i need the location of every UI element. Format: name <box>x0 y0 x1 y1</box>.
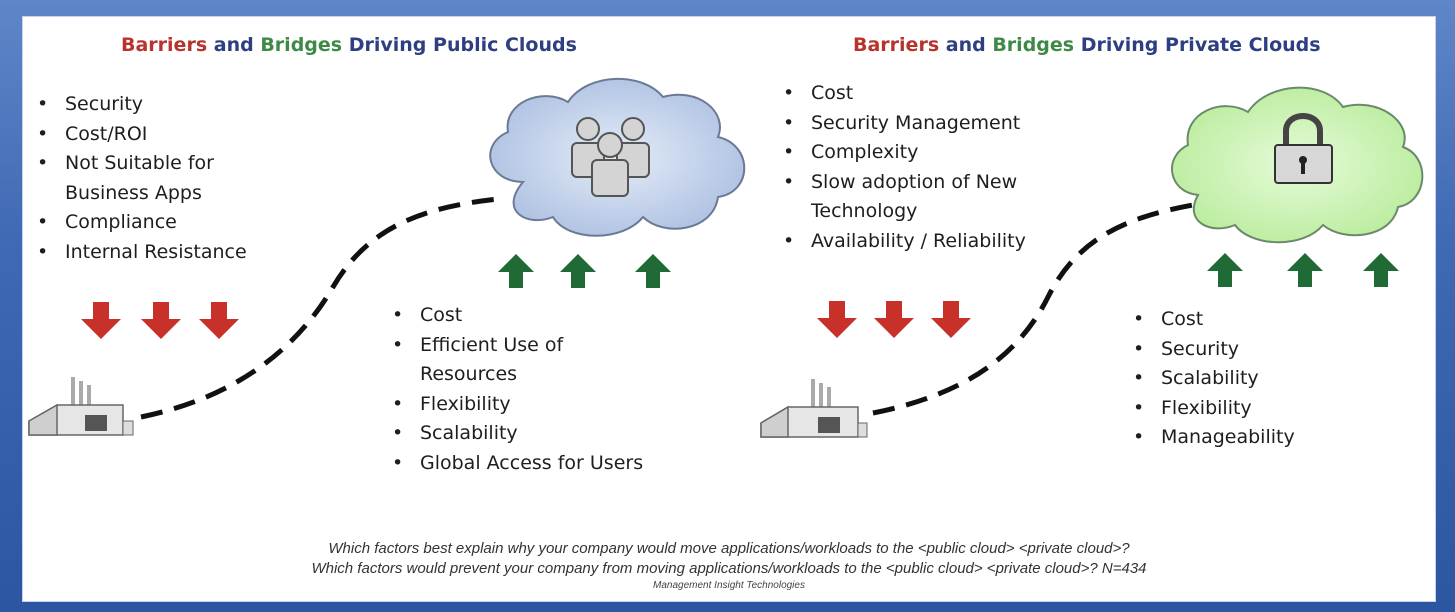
list-item: Technology <box>811 200 918 223</box>
list-item: Business Apps <box>65 181 202 204</box>
list-item: Security <box>1131 335 1295 365</box>
down-arrow-icon <box>141 302 181 339</box>
list-item: Security <box>35 90 247 120</box>
private-connection-path <box>872 202 1194 416</box>
heading-rest: Driving Public Clouds <box>348 34 577 56</box>
up-arrow-icon <box>635 254 671 288</box>
list-item: Availability / Reliability <box>781 227 1026 257</box>
heading-barriers-word: Barriers <box>121 34 208 56</box>
diagram-panel: Barriers and Bridges Driving Public Clou… <box>22 16 1436 602</box>
up-arrow-icon <box>1207 253 1243 287</box>
public-cloud-icon <box>489 77 746 237</box>
down-arrow-icon <box>817 301 857 338</box>
public-bridges-list: Cost Efficient Use of Resources Flexibil… <box>390 301 643 479</box>
survey-question-2: Which factors would prevent your company… <box>311 560 1147 577</box>
private-cloud-icon <box>1171 86 1424 244</box>
up-arrow-icon <box>498 254 534 288</box>
public-connection-path <box>140 196 499 420</box>
down-arrow-icon <box>874 301 914 338</box>
heading-bridges-word: Bridges <box>992 34 1075 56</box>
heading-and-word: and <box>945 34 986 56</box>
public-factory-icon <box>28 377 134 436</box>
list-item: Cost <box>1131 305 1295 335</box>
private-barrier-arrows <box>817 301 971 338</box>
list-item: Resources <box>420 363 518 386</box>
private-bridge-arrows <box>1207 253 1399 287</box>
heading-and-word: and <box>213 34 254 56</box>
public-clouds-heading: Barriers and Bridges Driving Public Clou… <box>121 34 577 56</box>
list-item: Scalability <box>1131 364 1295 394</box>
list-item: Not Suitable for <box>35 149 247 179</box>
diagram-graphics <box>28 77 1424 438</box>
public-bridge-arrows <box>498 254 671 288</box>
list-item: Scalability <box>390 419 643 449</box>
up-arrow-icon <box>1363 253 1399 287</box>
private-bridges-list: Cost Security Scalability Flexibility Ma… <box>1131 305 1295 453</box>
public-barriers-list: Security Cost/ROI Not Suitable for Busin… <box>35 90 247 268</box>
source-credit: Management Insight Technologies <box>653 580 805 591</box>
list-item: Internal Resistance <box>35 238 247 268</box>
list-item: Slow adoption of New <box>781 168 1026 198</box>
list-item: Compliance <box>35 208 247 238</box>
private-barriers-list: Cost Security Management Complexity Slow… <box>781 79 1026 257</box>
list-item: Manageability <box>1131 423 1295 453</box>
down-arrow-icon <box>81 302 121 339</box>
padlock-icon <box>1274 113 1333 184</box>
list-item: Flexibility <box>390 390 643 420</box>
survey-question-1: Which factors best explain why your comp… <box>328 540 1130 557</box>
list-item: Flexibility <box>1131 394 1295 424</box>
up-arrow-icon <box>560 254 596 288</box>
list-item: Efficient Use of <box>390 331 643 361</box>
heading-rest: Driving Private Clouds <box>1080 34 1321 56</box>
list-item: Cost <box>390 301 643 331</box>
heading-bridges-word: Bridges <box>260 34 343 56</box>
up-arrow-icon <box>1287 253 1323 287</box>
public-barrier-arrows <box>81 302 239 339</box>
private-clouds-heading: Barriers and Bridges Driving Private Clo… <box>853 34 1321 56</box>
list-item: Cost <box>781 79 1026 109</box>
list-item: Global Access for Users <box>390 449 643 479</box>
down-arrow-icon <box>931 301 971 338</box>
list-item: Complexity <box>781 138 1026 168</box>
down-arrow-icon <box>199 302 239 339</box>
list-item: Security Management <box>781 109 1026 139</box>
list-item: Cost/ROI <box>35 120 247 150</box>
heading-barriers-word: Barriers <box>853 34 940 56</box>
users-icon <box>571 117 650 197</box>
private-factory-icon <box>760 379 868 438</box>
